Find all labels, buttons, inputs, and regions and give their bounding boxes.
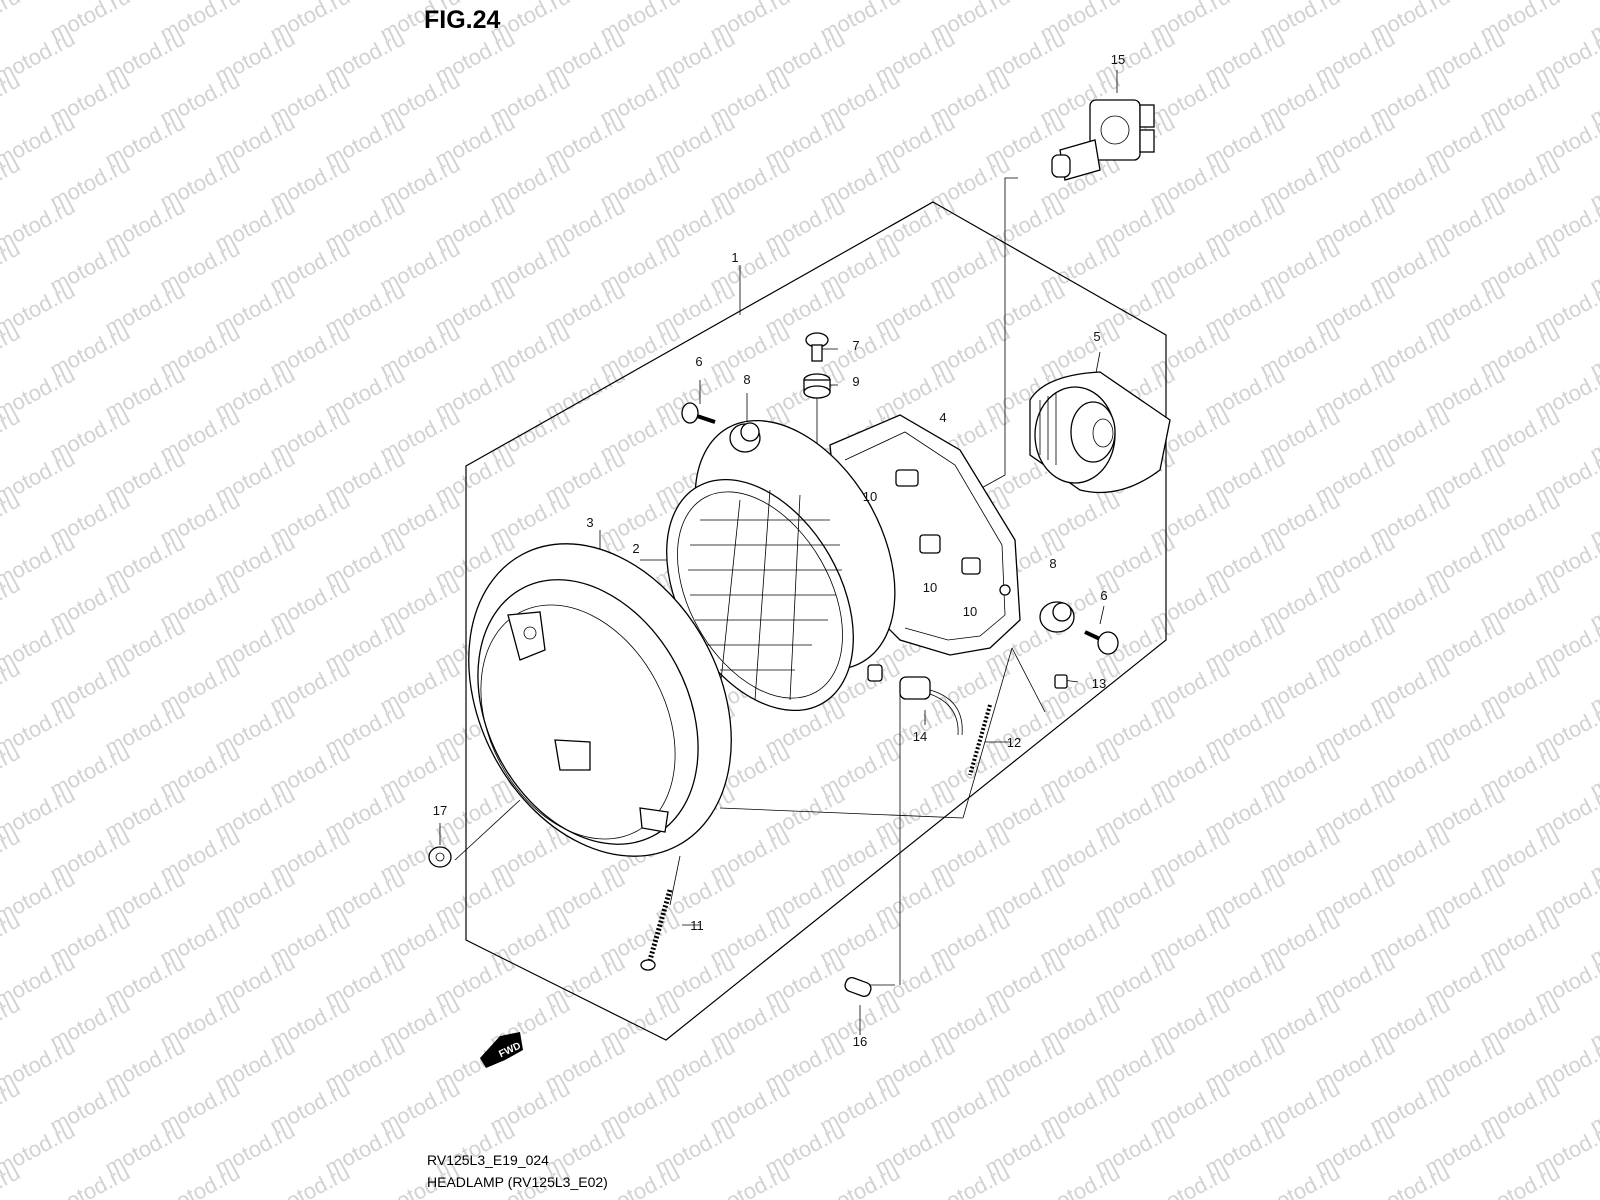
watermark-text: motod.ru — [0, 0, 24, 46]
watermark-text: motod.ru — [1036, 1160, 1124, 1200]
adjusting-screw-11 — [640, 889, 673, 971]
callout-1-headlamp-assembly: 1 — [731, 250, 738, 265]
callout-17-screw: 17 — [433, 803, 447, 818]
watermark-text: motod.ru — [1366, 1160, 1454, 1200]
screw-17 — [428, 846, 452, 868]
callout-16-position-bulb: 16 — [853, 1034, 867, 1049]
callout-3-rim: 3 — [586, 515, 593, 530]
callout-8-cushion: 8 — [743, 372, 750, 387]
callout-11-adjusting-screw: 11 — [690, 918, 704, 933]
callout-10-nut: 10 — [863, 489, 877, 504]
watermark-text: motod.ru — [46, 1160, 134, 1200]
callout-9-grommet: 9 — [852, 374, 859, 389]
screw-6-right — [1084, 630, 1119, 655]
screw-7 — [805, 332, 829, 362]
socket — [899, 676, 963, 736]
spring — [968, 704, 992, 776]
callout-5-lamp-socket-cover: 5 — [1093, 329, 1100, 344]
watermark-text: motod.ru — [1146, 1160, 1234, 1200]
callout-13-nut: 13 — [1092, 676, 1106, 691]
socket-cover — [1029, 371, 1171, 494]
figure-title: FIG.24 — [424, 6, 501, 34]
watermark-text: motod.ru — [156, 1160, 244, 1200]
watermark-text: motod.ru — [596, 1160, 684, 1200]
screw-6-left — [681, 402, 716, 424]
watermark-text: motod.ru — [816, 1160, 904, 1200]
callout-4-housing-bracket: 4 — [939, 410, 946, 425]
callout-6-screw: 6 — [1100, 588, 1107, 603]
watermark-text: motod.ru — [1256, 1160, 1344, 1200]
figure-caption: HEADLAMP (RV125L3_E02) — [427, 1174, 608, 1190]
nut-13 — [1054, 674, 1068, 689]
lamp-unit — [666, 419, 896, 712]
callout-2-lamp-unit: 2 — [632, 541, 639, 556]
watermark-text: motod.ru — [266, 1160, 354, 1200]
callout-10-nut: 10 — [963, 604, 977, 619]
callout-14-socket: 14 — [913, 729, 927, 744]
rim — [468, 543, 732, 857]
watermark-text: motod.ru — [706, 1160, 794, 1200]
watermark-text: motod.ru — [1586, 1160, 1600, 1200]
grommet-9 — [803, 373, 831, 399]
callout-12-spring: 12 — [1007, 735, 1021, 750]
callout-15-bulb: 15 — [1111, 52, 1125, 67]
callout-8-cushion: 8 — [1049, 556, 1056, 571]
watermark-text: motod.ru — [926, 1160, 1014, 1200]
position-bulb-16 — [844, 977, 872, 997]
watermark-text: motod.ru — [1476, 1160, 1564, 1200]
cushion-8-right — [1039, 601, 1075, 633]
bulb-h4 — [1051, 99, 1155, 181]
drawing-code: RV125L3_E19_024 — [427, 1152, 549, 1168]
callout-10-nut: 10 — [923, 580, 937, 595]
callout-7-screw: 7 — [852, 338, 859, 353]
cushion-8-left — [729, 422, 761, 453]
callout-6-screw: 6 — [695, 354, 702, 369]
assembly-outline — [465, 201, 1167, 1041]
